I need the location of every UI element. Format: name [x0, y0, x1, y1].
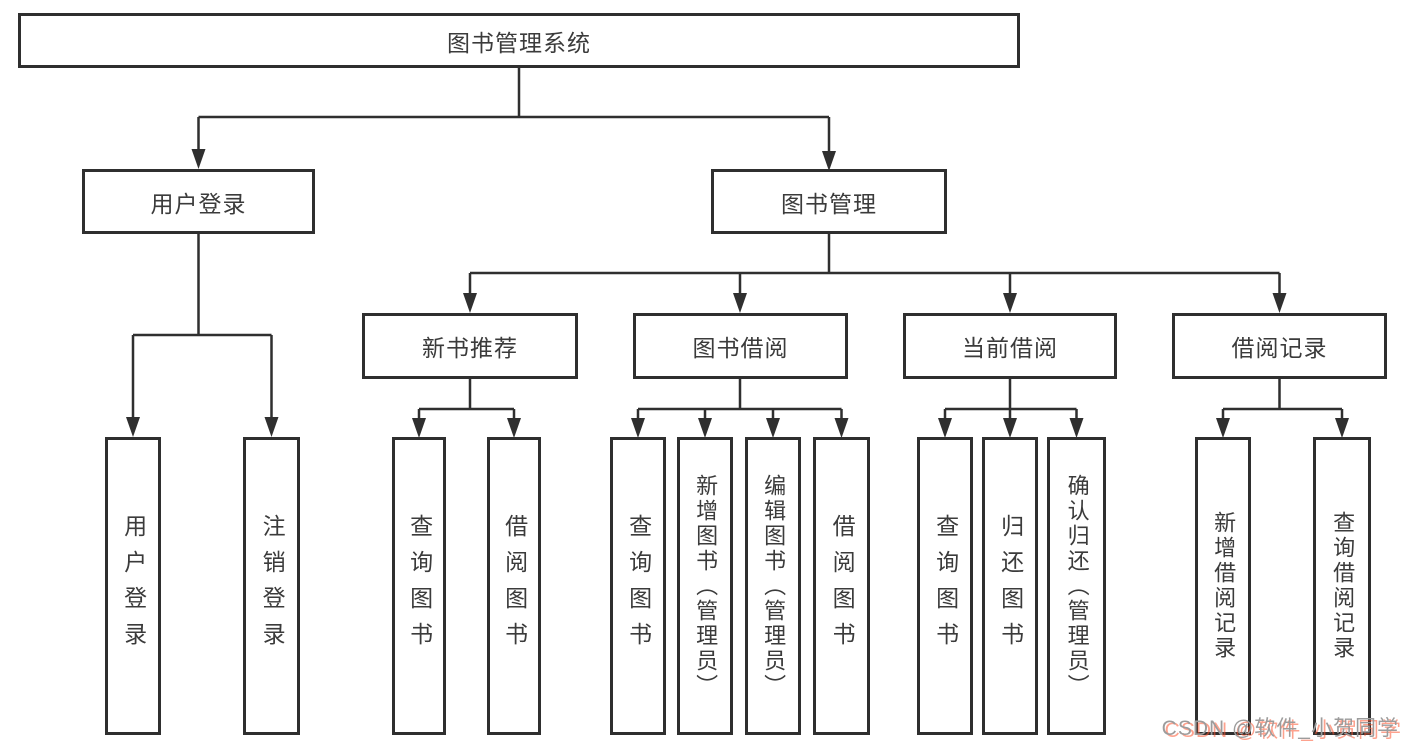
leaf-query-books-borrowing: 查询图书: [610, 437, 666, 735]
leaf-label: 借阅图书: [501, 514, 528, 658]
node-current-borrowing: 当前借阅: [903, 313, 1117, 379]
leaf-label: 新增图书（管理员）: [693, 473, 719, 699]
node-label: 新书推荐: [422, 335, 518, 361]
connector-book-management-to-level3: [463, 234, 1287, 313]
node-book-management: 图书管理: [711, 169, 947, 234]
node-label: 用户登录: [150, 190, 247, 217]
connector-new-book-recommendation-to-leaves: [412, 379, 521, 438]
leaf-query-borrow-record: 查询借阅记录: [1313, 437, 1371, 735]
leaf-label: 注销登录: [259, 514, 286, 658]
node-borrowing-records: 借阅记录: [1172, 313, 1387, 379]
leaf-label: 归还图书: [997, 514, 1024, 658]
leaf-return-books: 归还图书: [982, 437, 1038, 735]
node-new-book-recommendation: 新书推荐: [362, 313, 578, 379]
leaf-query-books-recommend: 查询图书: [392, 437, 446, 735]
leaf-label: 确认归还（管理员）: [1064, 473, 1090, 699]
leaf-borrow-books-recommend: 借阅图书: [487, 437, 541, 735]
leaf-edit-books-admin: 编辑图书（管理员）: [745, 437, 801, 735]
leaf-confirm-return-admin: 确认归还（管理员）: [1047, 437, 1106, 735]
connector-root-to-level2: [191, 68, 836, 171]
node-label: 当前借阅: [962, 335, 1058, 361]
node-label: 图书借阅: [692, 335, 789, 361]
leaf-borrow-books-borrowing: 借阅图书: [813, 437, 870, 735]
node-book-borrowing: 图书借阅: [633, 313, 848, 379]
leaf-label: 编辑图书（管理员）: [761, 473, 787, 699]
leaf-query-books-current: 查询图书: [917, 437, 973, 735]
connector-book-borrowing-to-leaves: [631, 379, 849, 438]
leaf-logout: 注销登录: [243, 437, 300, 735]
node-user-login: 用户登录: [82, 169, 315, 234]
leaf-label: 查询图书: [932, 514, 959, 658]
leaf-label: 查询图书: [625, 514, 652, 658]
connector-borrowing-records-to-leaves: [1216, 379, 1349, 438]
leaf-label: 用户登录: [120, 514, 147, 658]
node-label: 借阅记录: [1231, 335, 1328, 361]
leaf-user-login: 用户登录: [105, 437, 161, 735]
connector-current-borrowing-to-leaves: [938, 379, 1084, 438]
connector-user-login-to-leaves: [126, 234, 279, 437]
node-library-management-system: 图书管理系统: [18, 13, 1020, 68]
node-label: 图书管理: [781, 190, 877, 217]
leaf-add-books-admin: 新增图书（管理员）: [677, 437, 733, 735]
leaf-label: 新增借阅记录: [1211, 511, 1237, 661]
leaf-add-borrow-record: 新增借阅记录: [1195, 437, 1251, 735]
node-label: 图书管理系统: [447, 29, 591, 56]
leaf-label: 查询图书: [406, 514, 433, 658]
leaf-label: 借阅图书: [829, 514, 856, 658]
leaf-label: 查询借阅记录: [1330, 511, 1356, 661]
